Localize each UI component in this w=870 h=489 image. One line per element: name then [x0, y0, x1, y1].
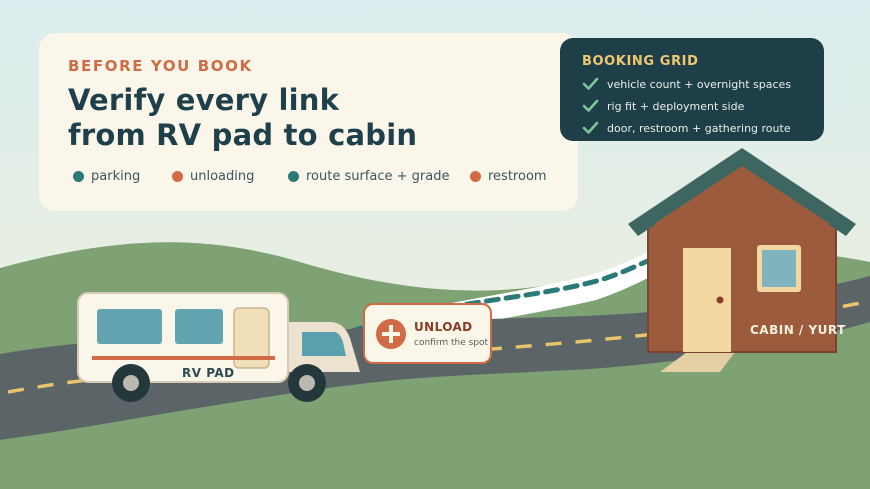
booking-grid-card: BOOKING GRID vehicle count + overnight s…	[560, 38, 824, 141]
unload-subtitle: confirm the spot	[414, 338, 489, 348]
headline-line-2: from RV pad to cabin	[68, 118, 418, 152]
front-hill	[0, 322, 870, 489]
legend-item-restroom: restroom	[470, 169, 547, 184]
unload-title: UNLOAD	[414, 320, 473, 334]
check-icon	[582, 77, 599, 90]
rv-pad-label: RV PAD	[182, 366, 235, 380]
check-icon	[582, 121, 599, 134]
check-icon	[582, 99, 599, 112]
booking-grid-item-label: rig fit + deployment side	[607, 99, 745, 113]
plus-icon	[376, 319, 406, 349]
page-title: Verify every link from RV pad to cabin	[68, 83, 417, 153]
orange-dot-icon	[470, 171, 481, 182]
teal-dot-icon	[288, 171, 299, 182]
eyebrow-label: BEFORE YOU BOOK	[68, 57, 253, 75]
booking-grid-item-label: vehicle count + overnight spaces	[607, 77, 792, 91]
cabin-label: CABIN / YURT	[750, 323, 846, 337]
rv-icon	[77, 292, 360, 402]
orange-dot-icon	[172, 171, 183, 182]
legend-label: restroom	[488, 169, 547, 184]
headline-line-1: Verify every link	[68, 83, 340, 117]
booking-grid-item: vehicle count + overnight spaces	[582, 77, 791, 91]
legend-label: parking	[91, 169, 141, 184]
booking-grid-title: BOOKING GRID	[582, 54, 699, 69]
intro-card: BEFORE YOU BOOK Verify every link from R…	[39, 33, 578, 211]
legend-item-unloading: unloading	[172, 169, 254, 184]
teal-dot-icon	[73, 171, 84, 182]
legend-label: unloading	[190, 169, 255, 184]
legend-item-route: route surface + grade	[288, 169, 450, 184]
legend-label: route surface + grade	[306, 169, 450, 184]
cabin-icon	[628, 148, 856, 372]
legend-item-parking: parking	[73, 169, 140, 184]
booking-grid-item: rig fit + deployment side	[582, 99, 744, 113]
unload-callout: UNLOAD confirm the spot	[363, 303, 492, 364]
booking-grid-item-label: door, restroom + gathering route	[607, 121, 791, 135]
booking-grid-item: door, restroom + gathering route	[582, 121, 791, 135]
